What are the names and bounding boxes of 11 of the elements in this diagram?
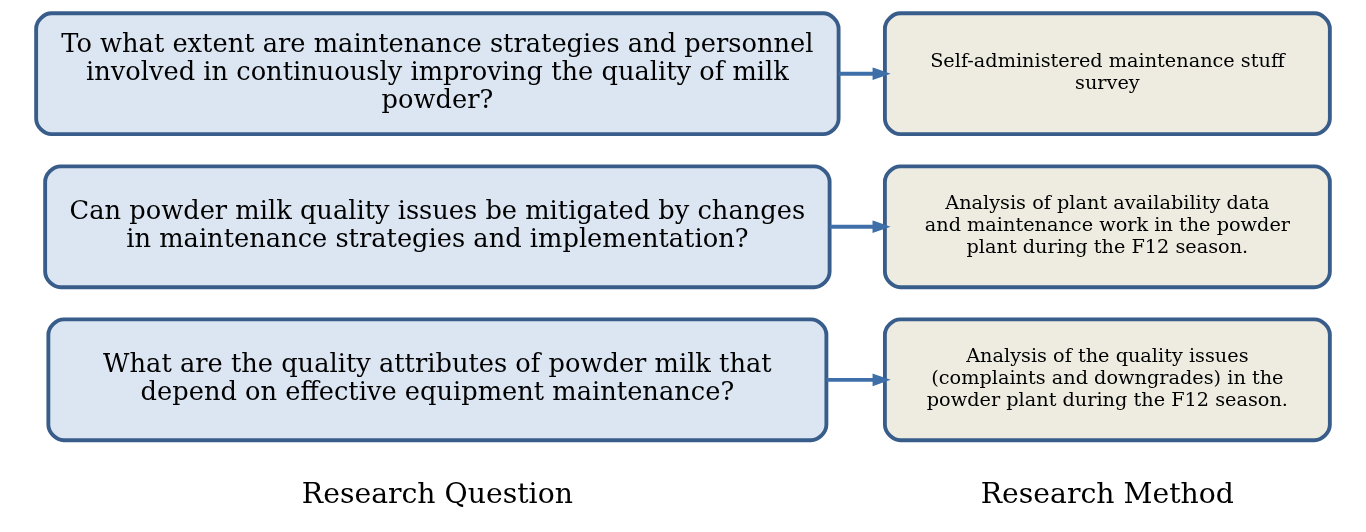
node-box: Can powder milk quality issues be mitigated by changes in maintenance strategies and implementation?	[43, 164, 832, 290]
label: Research Question	[301, 476, 573, 510]
node-box: Analysis of the quality issues (complaints and downgrades) in the powder plant during the F12 season.	[882, 317, 1332, 443]
node-box: What are the quality attributes of powder milk that depend on effective equipment maintenance?	[46, 317, 829, 443]
arrow	[826, 373, 891, 387]
arrow	[829, 220, 891, 234]
node-box: To what extent are maintenance strategies and personnel involved in continuously improving the quality of milk powder?	[34, 11, 841, 137]
node-box: Self-administered maintenance stuff survey	[882, 11, 1332, 137]
node-box: Analysis of plant availability data and maintenance work in the powder plant during the F12 season.	[882, 164, 1332, 290]
label: Research Method	[980, 476, 1234, 510]
arrow	[838, 67, 891, 81]
